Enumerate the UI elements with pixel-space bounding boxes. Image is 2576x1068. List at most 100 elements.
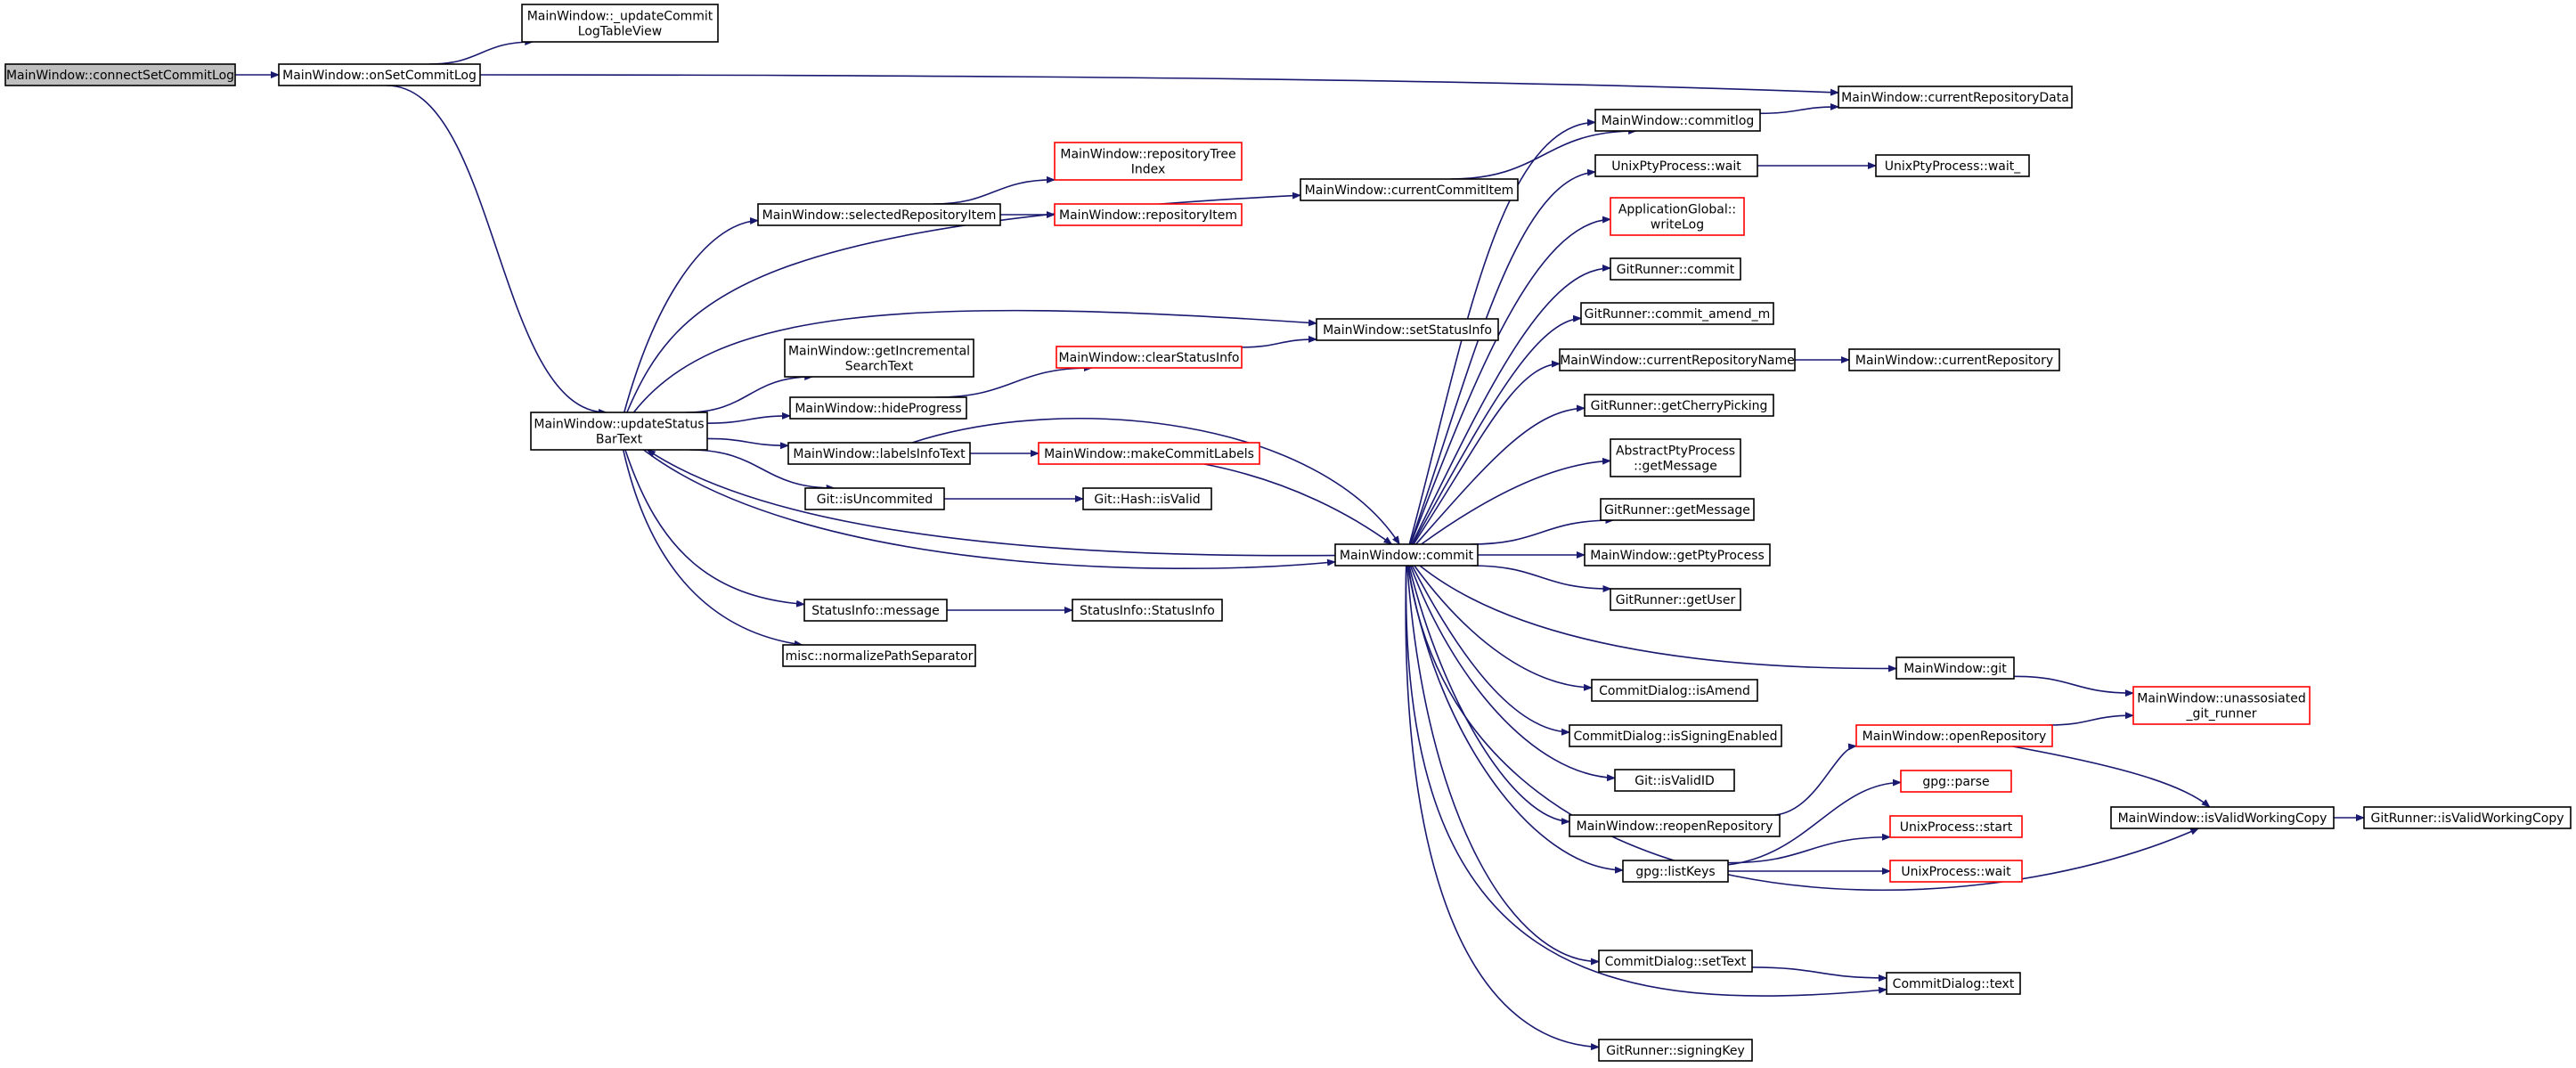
node-label: GitRunner::isValidWorkingCopy: [2370, 811, 2564, 826]
node-label: StatusInfo::StatusInfo: [1080, 604, 1215, 618]
node-currentRepositoryName[interactable]: MainWindow::currentRepositoryName: [1559, 348, 1796, 371]
node-box: [784, 338, 974, 378]
edge-onSetCommitLog-to-updateCommitLogTableView: [428, 38, 534, 65]
edge-updateStatusBarText-to-normalizePathSeparator: [622, 449, 803, 648]
node-label: MainWindow::commit: [1340, 549, 1474, 563]
node-box: [2363, 806, 2572, 829]
node-hideProgress[interactable]: MainWindow::hideProgress: [789, 396, 967, 420]
node-gitRunnerGetMessage[interactable]: GitRunner::getMessage: [1600, 498, 1755, 521]
edge-hideProgress-to-clearStatusInfo: [934, 364, 1093, 398]
node-unassosiatedGitRunner[interactable]: MainWindow::unassosiated_git_runner: [2132, 686, 2311, 725]
node-commitlog[interactable]: MainWindow::commitlog: [1594, 109, 1761, 132]
node-commitAmendM[interactable]: GitRunner::commit_amend_m: [1580, 302, 1774, 325]
node-box: [1580, 302, 1774, 325]
node-box: [1591, 679, 1758, 702]
node-box: [1600, 498, 1755, 521]
node-commitDialogText[interactable]: CommitDialog::text: [1886, 972, 2021, 995]
edges-layer: [235, 38, 2365, 1051]
node-label: MainWindow::selectedRepositoryItem: [762, 208, 997, 223]
edge-reopenRepository-to-openRepository: [1774, 743, 1857, 816]
node-isSigningEnabled[interactable]: CommitDialog::isSigningEnabled: [1569, 724, 1782, 747]
node-box: [1886, 972, 2021, 995]
node-label: BarText: [596, 433, 643, 447]
node-currentCommitItem[interactable]: MainWindow::currentCommitItem: [1300, 178, 1519, 201]
node-getCherryPicking[interactable]: GitRunner::getCherryPicking: [1584, 394, 1774, 417]
node-label: CommitDialog::isAmend: [1599, 684, 1750, 698]
node-label: Git::Hash::isValid: [1094, 493, 1200, 507]
node-unixProcessStart[interactable]: UnixProcess::start: [1889, 815, 2023, 838]
node-box: [1838, 86, 2073, 109]
node-commit[interactable]: MainWindow::commit: [1334, 543, 1479, 567]
node-writeLog[interactable]: ApplicationGlobal::writeLog: [1610, 197, 1745, 236]
node-statusInfoCtor[interactable]: StatusInfo::StatusInfo: [1072, 599, 1223, 622]
node-getUser[interactable]: GitRunner::getUser: [1610, 588, 1741, 611]
edge-setText-to-commitDialogText: [1751, 966, 1887, 982]
edge-updateStatusBarText-to-commit: [643, 449, 1336, 570]
edge-commit-to-commitDialogText: [1405, 565, 1887, 997]
node-hashIsValid[interactable]: Git::Hash::isValid: [1082, 487, 1212, 510]
node-onSetCommitLog[interactable]: MainWindow::onSetCommitLog: [278, 63, 481, 86]
node-label: gpg::listKeys: [1635, 865, 1715, 879]
node-gpgParse[interactable]: gpg::parse: [1900, 770, 2012, 793]
node-box: [1056, 346, 1243, 369]
node-mainWindowGit[interactable]: MainWindow::git: [1895, 656, 2015, 680]
node-label: MainWindow::setStatusInfo: [1323, 323, 1492, 338]
node-setStatusInfo[interactable]: MainWindow::setStatusInfo: [1316, 318, 1499, 341]
node-selectedRepositoryItem[interactable]: MainWindow::selectedRepositoryItem: [757, 203, 1001, 226]
node-box: [803, 599, 948, 622]
edge-currentCommitItem-to-commitlog: [1450, 127, 1638, 180]
node-currentRepository[interactable]: MainWindow::currentRepository: [1848, 348, 2060, 371]
node-box: [1598, 950, 1753, 973]
node-currentRepositoryData[interactable]: MainWindow::currentRepositoryData: [1838, 86, 2073, 109]
node-statusInfoMessage[interactable]: StatusInfo::message: [803, 599, 948, 622]
node-box: [1610, 438, 1741, 477]
edge-commit-to-isAmend: [1414, 565, 1593, 691]
node-abstractPtyGetMessage[interactable]: AbstractPtyProcess::getMessage: [1610, 438, 1741, 477]
edge-commit-to-getCherryPicking: [1415, 404, 1586, 545]
node-unixProcessWait[interactable]: UnixProcess::wait: [1889, 860, 2023, 883]
node-normalizePathSeparator[interactable]: misc::normalizePathSeparator: [782, 644, 976, 667]
node-box: [1569, 724, 1782, 747]
node-gitRunnerIsValidWorkingCopy[interactable]: GitRunner::isValidWorkingCopy: [2363, 806, 2572, 829]
node-label: MainWindow::getPtyProcess: [1590, 549, 1765, 563]
node-isUncommited[interactable]: Git::isUncommited: [804, 487, 945, 510]
node-openRepository[interactable]: MainWindow::openRepository: [1855, 724, 2053, 747]
edge-openRepository-to-unassosiatedGitRunner: [2048, 712, 2134, 726]
node-label: MainWindow::getIncremental: [788, 345, 970, 359]
edge-updateStatusBarText-to-hideProgress: [706, 412, 791, 424]
node-repositoryItem[interactable]: MainWindow::repositoryItem: [1054, 203, 1243, 226]
node-getPtyProcess[interactable]: MainWindow::getPtyProcess: [1584, 543, 1771, 567]
node-reopenRepository[interactable]: MainWindow::reopenRepository: [1569, 814, 1781, 837]
node-setText[interactable]: CommitDialog::setText: [1598, 950, 1753, 973]
node-box: [782, 644, 976, 667]
node-label: Git::isValidID: [1634, 774, 1715, 788]
edge-listKeys-to-gpgParse: [1727, 779, 1902, 866]
node-makeCommitLabels[interactable]: MainWindow::makeCommitLabels: [1038, 442, 1260, 465]
node-labelsInfoText[interactable]: MainWindow::labelsInfoText: [787, 442, 971, 465]
node-connectSetCommitLog[interactable]: MainWindow::connectSetCommitLog: [4, 63, 236, 86]
node-label: SearchText: [845, 360, 914, 374]
node-label: Index: [1131, 163, 1166, 177]
node-label: MainWindow::repositoryTree: [1060, 148, 1235, 162]
node-isValidID[interactable]: Git::isValidID: [1614, 769, 1735, 792]
node-unixPtyWait_[interactable]: UnixPtyProcess::wait_: [1875, 154, 2030, 177]
node-gitRunnerCommit[interactable]: GitRunner::commit: [1610, 257, 1741, 281]
node-box: [1072, 599, 1223, 622]
node-label: writeLog: [1651, 218, 1704, 232]
node-box: [1594, 109, 1761, 132]
node-isAmend[interactable]: CommitDialog::isAmend: [1591, 679, 1758, 702]
edge-updateStatusBarText-to-isUncommited: [689, 449, 836, 492]
node-unixPtyWait[interactable]: UnixPtyProcess::wait: [1594, 154, 1758, 177]
node-box: [1889, 860, 2023, 883]
node-listKeys[interactable]: gpg::listKeys: [1622, 860, 1729, 883]
node-box: [1900, 770, 2012, 793]
node-clearStatusInfo[interactable]: MainWindow::clearStatusInfo: [1056, 346, 1243, 369]
node-label: MainWindow::reopenRepository: [1577, 819, 1773, 834]
node-isValidWorkingCopy[interactable]: MainWindow::isValidWorkingCopy: [2110, 806, 2335, 829]
node-signingKey[interactable]: GitRunner::signingKey: [1598, 1039, 1753, 1062]
